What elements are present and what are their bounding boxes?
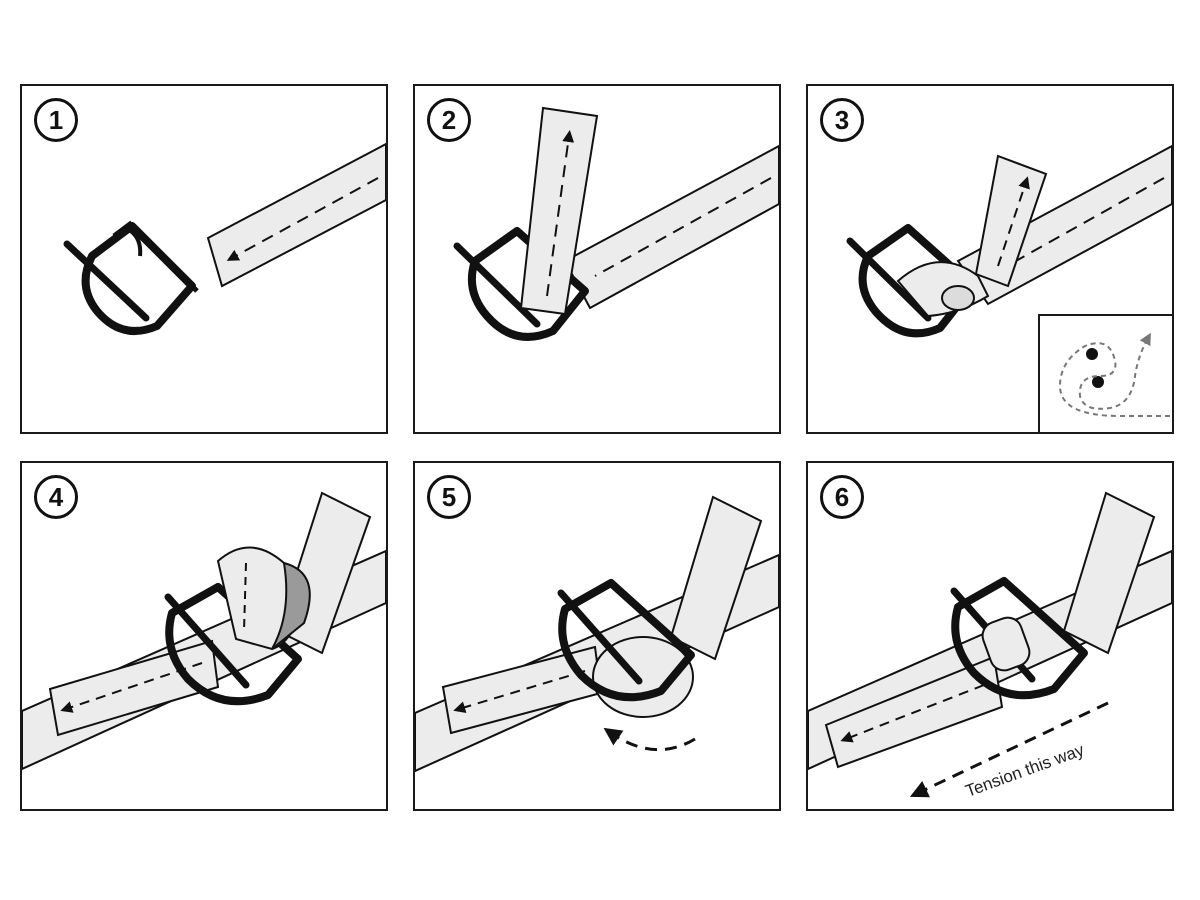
step-2-illustration <box>453 106 779 341</box>
strap-wrap <box>981 616 1031 672</box>
threading-path-diagram <box>1058 332 1170 417</box>
threading-detail-inset <box>1038 314 1172 432</box>
buckle-bar-dot <box>1092 376 1104 388</box>
step-panel-1: 1 <box>20 84 388 434</box>
buckle <box>164 583 302 706</box>
buckle <box>453 227 589 341</box>
buckle <box>557 579 695 702</box>
direction-arrow <box>840 684 985 743</box>
step-number-badge: 3 <box>820 98 864 142</box>
step-5-illustration <box>415 495 779 773</box>
tension-arrow <box>909 701 1109 798</box>
strap-vertical <box>1062 491 1156 655</box>
buckle <box>846 224 977 338</box>
step-panel-4: 4 <box>20 461 388 811</box>
step-number-badge: 1 <box>34 98 78 142</box>
tension-label: Tension this way <box>963 740 1087 801</box>
step-panel-5: 5 <box>413 461 781 811</box>
rotation-arrow <box>603 727 696 752</box>
direction-arrow <box>997 176 1030 267</box>
direction-arrow <box>453 670 586 714</box>
strap-vertical <box>669 495 763 661</box>
step-1-illustration <box>63 142 386 335</box>
strap <box>206 142 386 288</box>
buckle <box>63 220 199 335</box>
step-number-badge: 2 <box>427 98 471 142</box>
step-3-illustration <box>846 144 1172 338</box>
step-6-illustration: Tension this way <box>808 491 1172 801</box>
direction-arrow <box>546 130 575 297</box>
step-4-illustration <box>22 491 386 771</box>
step-panel-6: Tension this way 6 <box>806 461 1174 811</box>
step-panel-3: 3 <box>806 84 1174 434</box>
strap <box>563 144 779 310</box>
buckle-bar-dot <box>1086 348 1098 360</box>
step-number-badge: 4 <box>34 475 78 519</box>
step-number-badge: 5 <box>427 475 471 519</box>
step-panel-2: 2 <box>413 84 781 434</box>
threading-path <box>1058 332 1170 417</box>
direction-arrow <box>226 177 379 261</box>
strap-fold-shade <box>271 561 311 650</box>
step-number-badge: 6 <box>820 475 864 519</box>
